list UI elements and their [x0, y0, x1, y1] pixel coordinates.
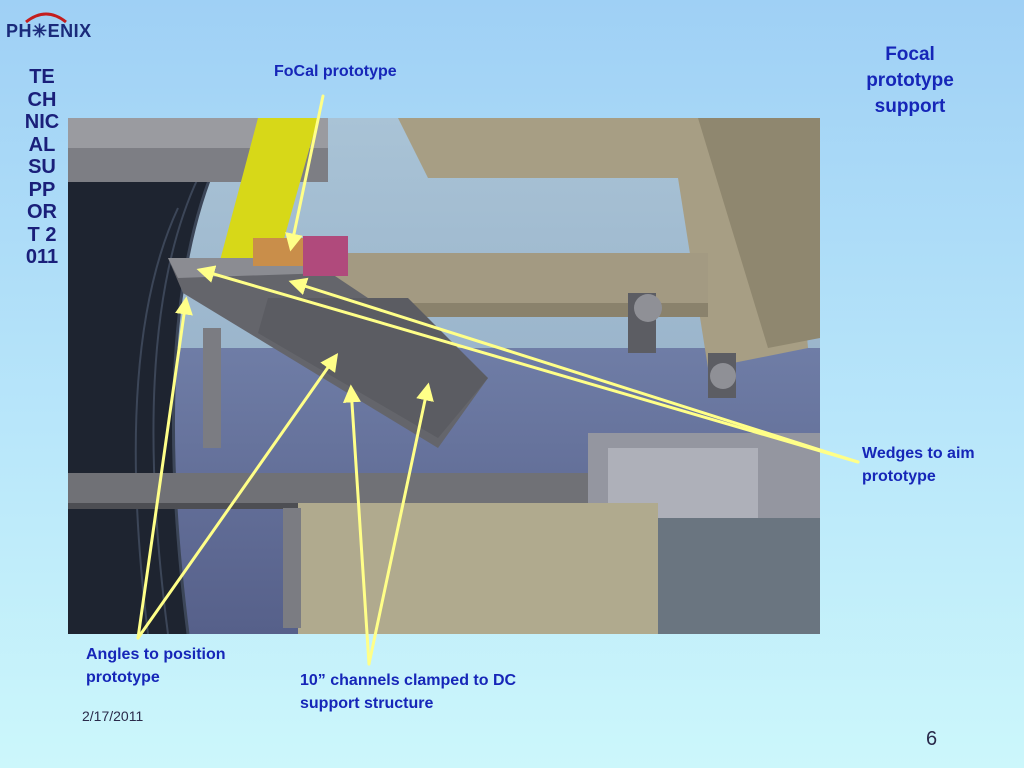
- vertical-title: TECHNICAL SUPPORT 2011: [24, 66, 60, 268]
- slide-title: Focal prototype support: [866, 44, 954, 117]
- label-wedges: Wedges to aim prototype: [862, 445, 975, 485]
- logo-text: PH✳ENIX: [6, 21, 92, 41]
- label-channels: 10” channels clamped to DC support struc…: [300, 672, 517, 712]
- page-number: 6: [926, 728, 938, 750]
- slide-date: 2/17/2011: [82, 708, 144, 724]
- label-focal-prototype: FoCal prototype: [274, 63, 397, 80]
- label-angles: Angles to position prototype: [86, 646, 226, 686]
- logo-arc-icon: [25, 12, 67, 24]
- phenix-logo: PH✳ENIX: [6, 10, 116, 50]
- cad-rendering: [68, 118, 820, 634]
